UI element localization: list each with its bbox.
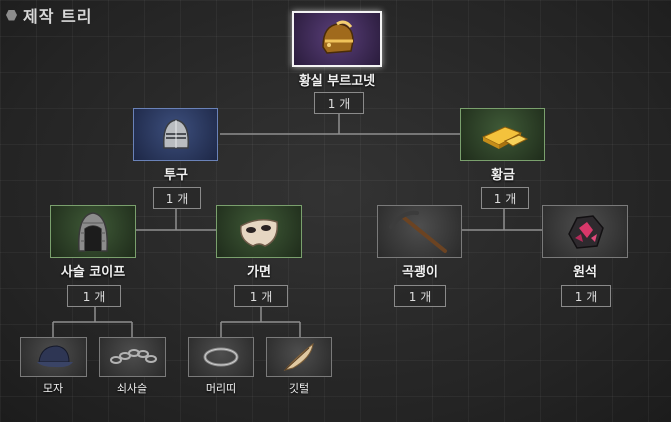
helmet-item-quantity: 1 개 bbox=[153, 187, 201, 209]
feather-item-name: 깃털 bbox=[288, 382, 310, 395]
hexagon-icon bbox=[6, 9, 17, 21]
ore-gem-icon bbox=[568, 214, 604, 249]
coif-item-name: 사슬 코이프 bbox=[60, 265, 126, 280]
feather-icon bbox=[283, 342, 314, 371]
panel-header: 제작 트리 bbox=[6, 4, 92, 26]
mask-icon bbox=[240, 218, 278, 247]
steel-helmet-icon bbox=[162, 118, 189, 149]
mask-item-slot[interactable] bbox=[216, 205, 302, 258]
headband-icon bbox=[203, 347, 239, 367]
ore-item-name: 원석 bbox=[573, 265, 597, 280]
coif-item-slot[interactable] bbox=[50, 205, 136, 258]
gold-ingot-icon bbox=[481, 125, 528, 149]
root-item-slot[interactable] bbox=[292, 11, 382, 67]
pickaxe-icon bbox=[388, 210, 447, 253]
helmet-item-slot[interactable] bbox=[133, 108, 218, 161]
coif-item-quantity: 1 개 bbox=[67, 285, 121, 307]
feather-item-slot[interactable] bbox=[266, 337, 332, 377]
ore-item-quantity: 1 개 bbox=[561, 285, 611, 307]
hat-item-slot[interactable] bbox=[20, 337, 87, 377]
pickaxe-item-quantity: 1 개 bbox=[394, 285, 446, 307]
headband-item-slot[interactable] bbox=[188, 337, 254, 377]
cap-icon bbox=[36, 345, 73, 368]
ore-item-slot[interactable] bbox=[542, 205, 628, 258]
hat-item-name: 모자 bbox=[42, 382, 64, 395]
golden-burgonet-helmet-icon bbox=[322, 20, 354, 54]
iron-chain-icon bbox=[109, 349, 157, 364]
panel-title: 제작 트리 bbox=[23, 7, 93, 26]
helmet-item-name: 투구 bbox=[164, 168, 188, 183]
chain-item-name: 쇠사슬 bbox=[116, 382, 148, 395]
mask-item-name: 가면 bbox=[247, 265, 271, 280]
chain-item-slot[interactable] bbox=[99, 337, 166, 377]
chain-coif-icon bbox=[78, 211, 108, 252]
mask-item-quantity: 1 개 bbox=[234, 285, 288, 307]
gold-item-name: 황금 bbox=[491, 168, 515, 183]
root-item-quantity: 1 개 bbox=[314, 92, 364, 114]
pickaxe-item-slot[interactable] bbox=[377, 205, 462, 258]
gold-item-slot[interactable] bbox=[460, 108, 545, 161]
root-item-name: 황실 부르고넷 bbox=[298, 74, 376, 89]
headband-item-name: 머리띠 bbox=[205, 382, 237, 395]
gold-item-quantity: 1 개 bbox=[481, 187, 529, 209]
pickaxe-item-name: 곡괭이 bbox=[402, 265, 438, 280]
